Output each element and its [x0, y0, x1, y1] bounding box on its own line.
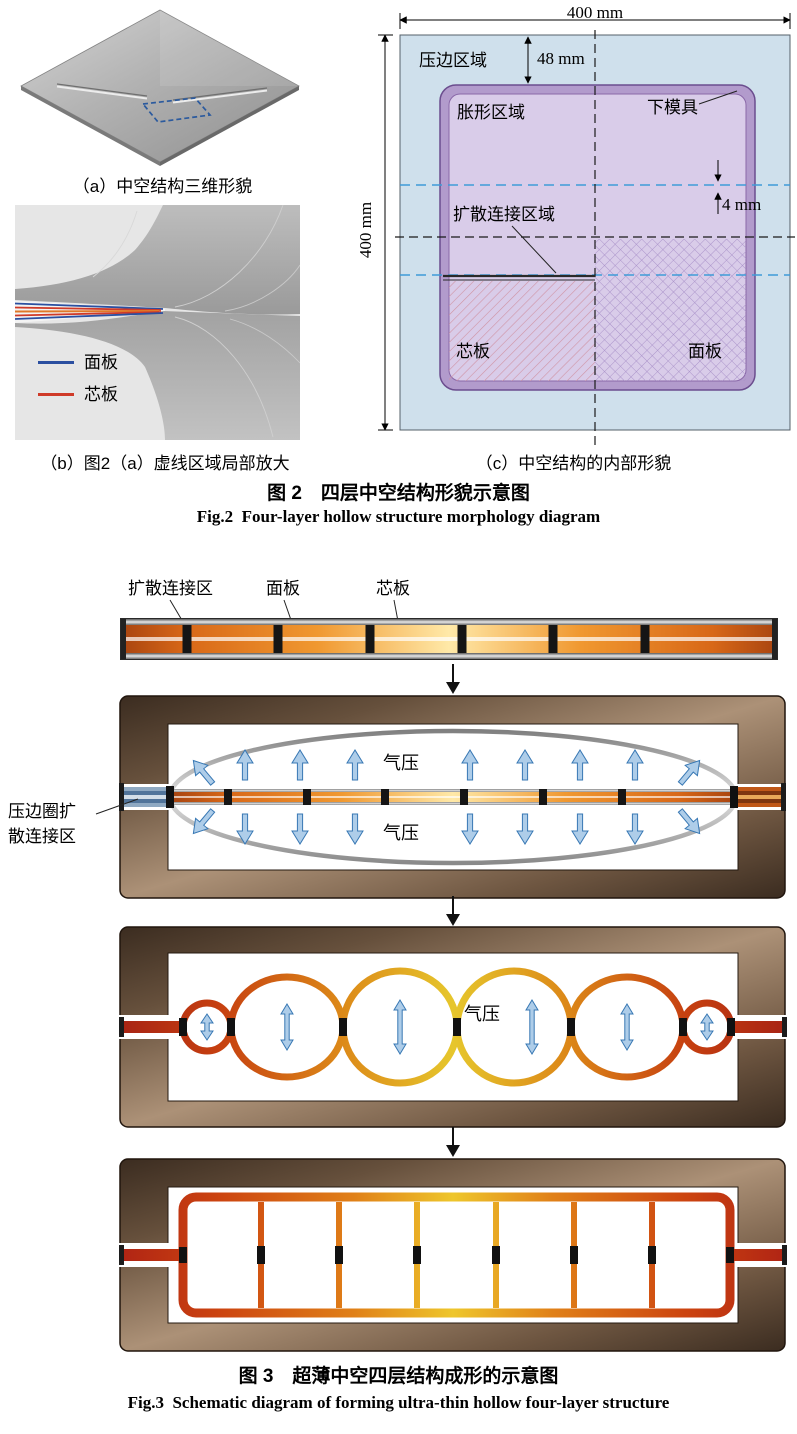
panel-a-caption: （a）中空结构三维形貌	[72, 177, 253, 196]
diffusion-region-label: 扩散连接区域	[453, 205, 555, 224]
fig2-caption-en: Fig.2 Four-layer hollow structure morpho…	[196, 507, 601, 526]
stage2-bulging-mold	[95, 695, 786, 899]
panel-b-caption: （b）图2（a）虚线区域局部放大	[40, 454, 290, 473]
dim-width-label: 400 mm	[566, 3, 624, 22]
seam-line	[92, 210, 138, 278]
diffusion-block	[548, 625, 558, 653]
face-sheet-label: 面板	[688, 342, 722, 361]
diffusion-block	[539, 789, 547, 805]
panel-a-3d-view	[20, 9, 300, 166]
diffusion-block	[365, 625, 375, 653]
sheet-end-right	[731, 1021, 786, 1033]
down-arrow-icon	[446, 1127, 460, 1157]
diffusion-blocks	[179, 1018, 735, 1036]
fig3-caption-zh: 图 3 超薄中空四层结构成形的示意图	[238, 1366, 559, 1387]
down-arrow-icon	[446, 896, 460, 926]
plate-edge-right	[160, 86, 299, 166]
four-layer-blank-bar	[120, 618, 778, 660]
dim-gap-label: 4 mm	[722, 195, 762, 214]
diffusion-block	[618, 789, 626, 805]
flange-ring-layers-right	[730, 786, 784, 808]
stage2-flange-diffusion-label: 压边圈扩 散连接区	[8, 799, 100, 849]
legend-face-label: 面板	[84, 352, 118, 372]
dim-height-label: 400 mm	[356, 201, 375, 259]
stage3-gas-label: 气压	[464, 1004, 500, 1024]
dimension-400-left	[378, 34, 393, 431]
legend-row-face: 面板	[38, 346, 118, 378]
dashed-zoom-region	[141, 97, 212, 123]
stage1-diffusion-zone-label: 扩散连接区	[128, 579, 213, 598]
seam-line	[174, 205, 284, 308]
sheet-legend: 面板 芯板	[38, 346, 118, 410]
formed-hollow-structure	[178, 1192, 735, 1318]
panel-c-schematic	[378, 13, 795, 448]
plate-slots	[56, 83, 268, 104]
seam-line	[224, 264, 300, 312]
stage4-final-structure-mold	[119, 1158, 787, 1352]
fig3-caption-en: Fig.3 Schematic diagram of forming ultra…	[127, 1393, 670, 1412]
core-sheet-label: 芯板	[456, 342, 490, 361]
face-sheet-line-swatch	[38, 360, 74, 364]
sheet-end-right	[726, 1249, 786, 1261]
dimension-400-top	[399, 13, 791, 29]
sheet-end-left	[120, 1021, 186, 1033]
diffusion-block	[224, 789, 232, 805]
lower-die-label: 下模具	[647, 98, 698, 117]
panel-c-caption: （c）中空结构的内部形貌	[475, 454, 672, 473]
diffusion-block	[457, 625, 467, 653]
sheet-layer-lines	[15, 302, 164, 320]
sheet-end-left	[120, 1249, 187, 1261]
diffusion-block	[381, 789, 389, 805]
core-sheet-hatch	[449, 281, 595, 381]
plate-sheen	[160, 10, 299, 86]
flange-label-line2: 散连接区	[8, 827, 76, 846]
flange-region-label: 压边区域	[419, 51, 487, 70]
bulge-region-label: 胀形区域	[457, 103, 525, 122]
stage1-laminated-blank	[120, 599, 778, 660]
lower-face-sheet-mass	[15, 311, 300, 440]
plate-edge-left	[21, 86, 160, 166]
upper-face-sheet-mass	[15, 205, 300, 315]
stage1-face-sheet-label: 面板	[266, 579, 300, 598]
flange-ring-layers-left	[120, 786, 174, 808]
stage3-expanding-cells-mold	[119, 926, 787, 1128]
stage2-gas-bottom-label: 气压	[383, 823, 419, 843]
core-sheet-bar	[172, 789, 734, 805]
legend-row-core: 芯板	[38, 378, 118, 410]
legend-core-label: 芯板	[84, 384, 118, 404]
stage1-core-sheet-label: 芯板	[376, 579, 410, 598]
fig2-caption-zh: 图 2 四层中空结构形貌示意图	[267, 483, 530, 504]
seam-line	[174, 316, 274, 438]
dim-flange-label: 48 mm	[537, 49, 585, 68]
lower-die-leader	[698, 90, 738, 105]
panel-b-closeup	[15, 205, 300, 440]
diffusion-block	[273, 625, 283, 653]
diffusion-block	[640, 625, 650, 653]
flange-leader	[95, 798, 139, 815]
stage2-gas-top-label: 气压	[383, 753, 419, 773]
diffusion-bond-line	[443, 274, 595, 281]
face-sheet-hatch	[595, 239, 746, 381]
diffusion-block	[460, 789, 468, 805]
diffusion-blocks	[179, 1246, 734, 1264]
diffusion-block	[182, 625, 192, 653]
core-sheet-line-swatch	[38, 392, 74, 396]
flange-label-line1: 压边圈扩	[8, 802, 76, 821]
down-arrow-icon	[446, 664, 460, 694]
center-dashed-lines	[395, 30, 795, 448]
seam-line	[229, 318, 300, 364]
diffusion-leader	[511, 225, 557, 274]
diffusion-block	[303, 789, 311, 805]
